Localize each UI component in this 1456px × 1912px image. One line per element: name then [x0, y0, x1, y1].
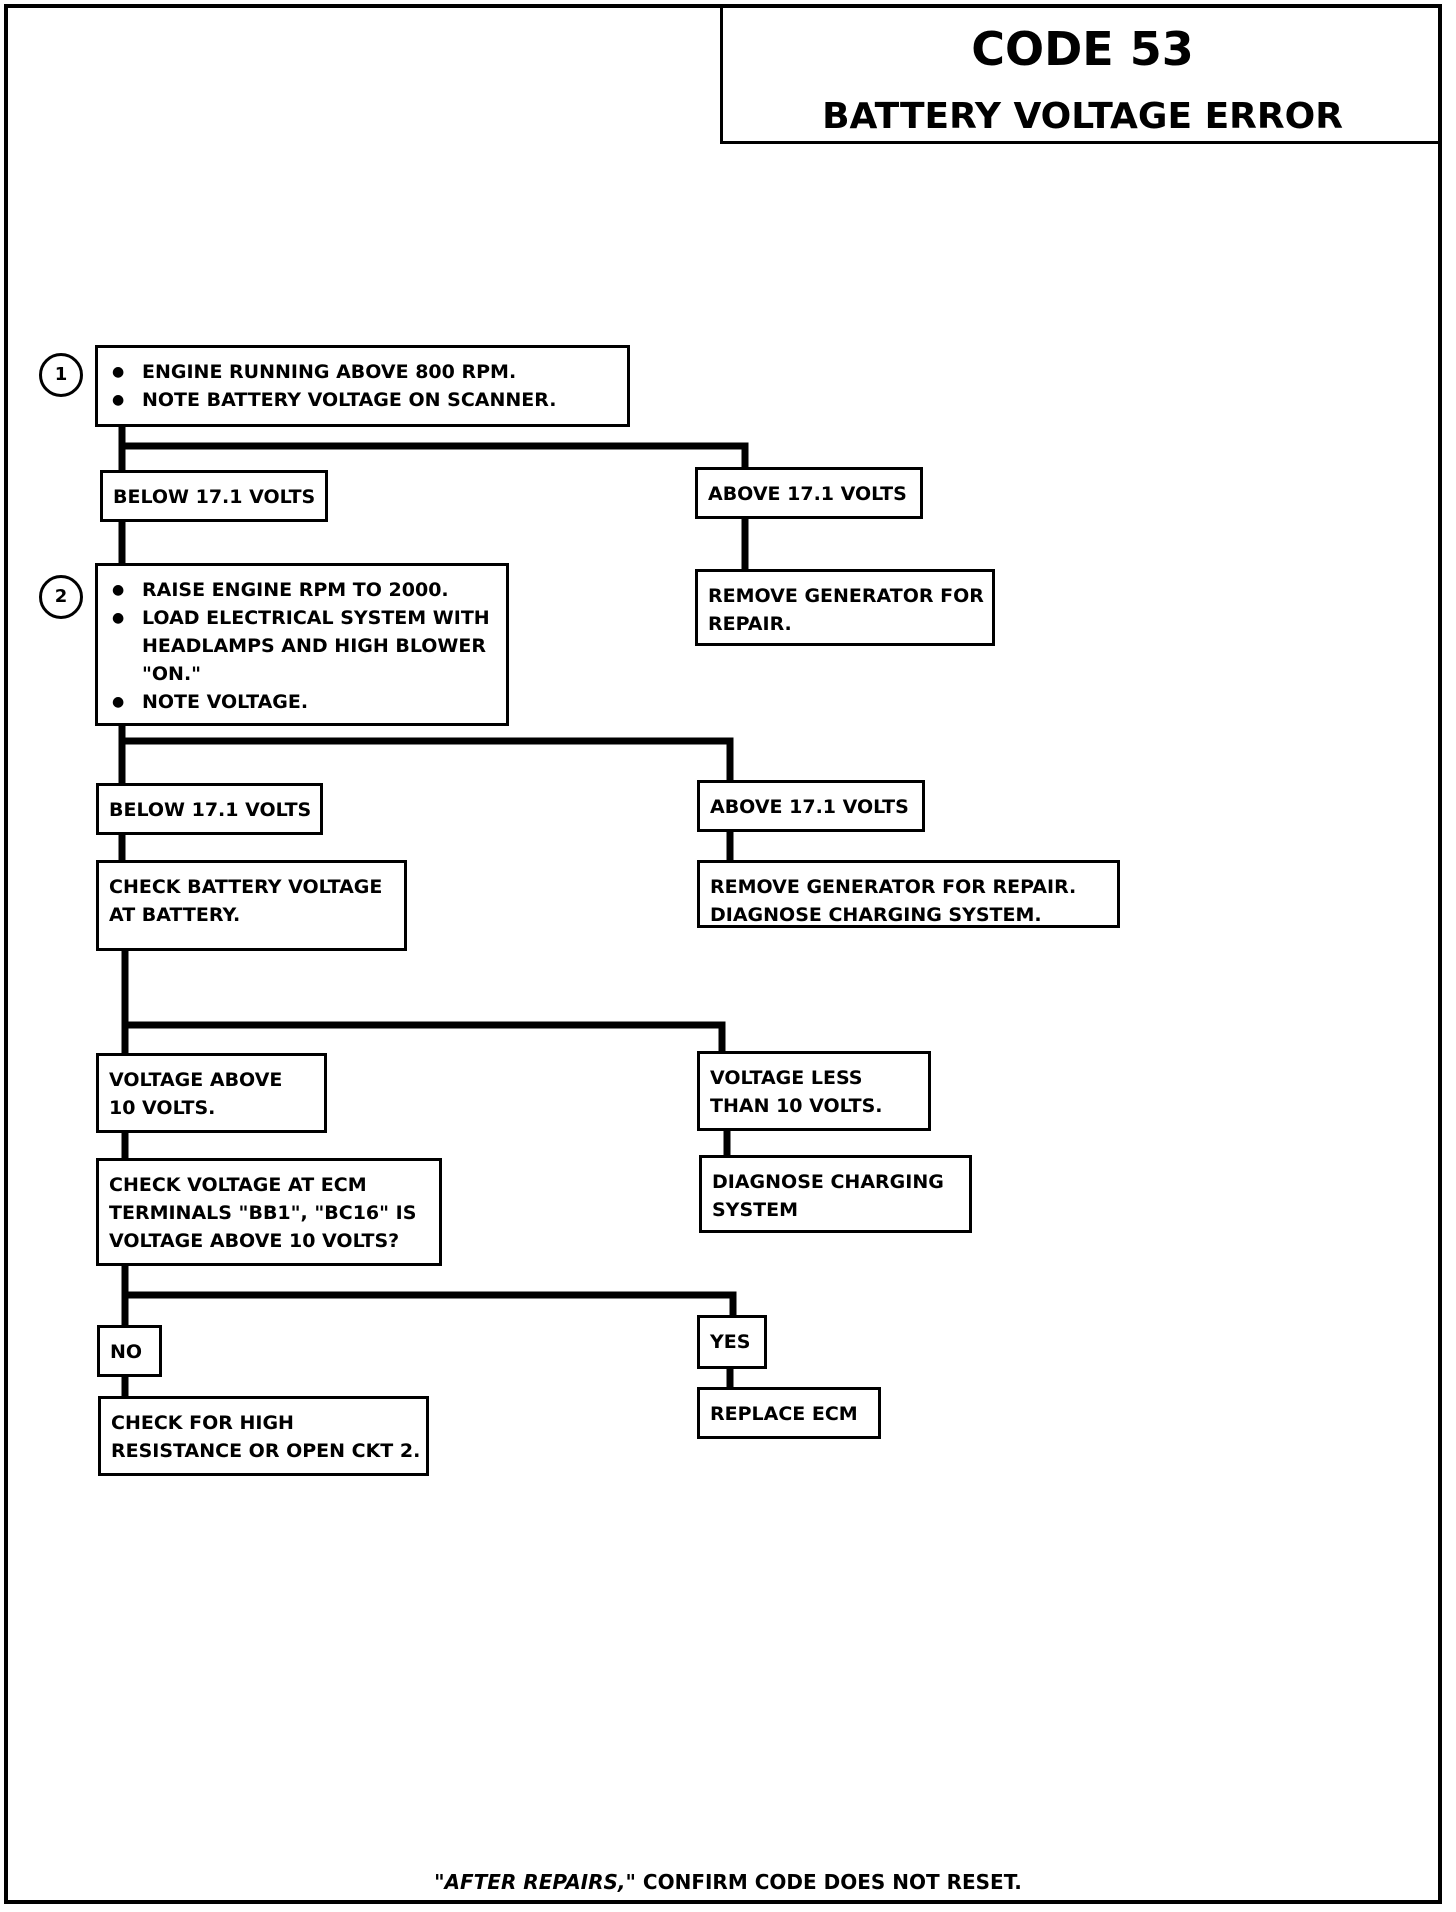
- connector-check-split: [121, 946, 726, 1059]
- connector-ecm-split: [121, 1261, 737, 1322]
- voltage-less-line: THAN 10 VOLTS.: [710, 1095, 883, 1117]
- voltage-above-box: VOLTAGE ABOVE 10 VOLTS.: [96, 1053, 327, 1133]
- check-ecm-box: CHECK VOLTAGE AT ECM TERMINALS "BB1", "B…: [96, 1158, 442, 1266]
- remove-generator-box-1: REMOVE GENERATOR FOR REPAIR.: [695, 569, 995, 646]
- check-ecm-line: TERMINALS "BB1", "BC16" IS: [109, 1202, 417, 1224]
- above-17-box-2: ABOVE 17.1 VOLTS: [697, 780, 925, 832]
- step2-item: LOAD ELECTRICAL SYSTEM WITH HEADLAMPS AN…: [108, 604, 496, 688]
- step2-item: RAISE ENGINE RPM TO 2000.: [108, 576, 496, 604]
- below-17-box-1: BELOW 17.1 VOLTS: [100, 470, 328, 522]
- check-ecm-line: CHECK VOLTAGE AT ECM: [109, 1174, 367, 1196]
- voltage-less-line: VOLTAGE LESS: [710, 1067, 863, 1089]
- step2-item: NOTE VOLTAGE.: [108, 688, 496, 716]
- no-box: NO: [97, 1325, 162, 1377]
- check-battery-line: CHECK BATTERY VOLTAGE: [109, 876, 383, 898]
- check-battery-line: AT BATTERY.: [109, 904, 241, 926]
- check-high-line: RESISTANCE OR OPEN CKT 2.: [111, 1440, 421, 1462]
- page-frame: [4, 4, 1442, 1904]
- diagnose-charging-line: SYSTEM: [712, 1199, 798, 1221]
- check-high-resistance-box: CHECK FOR HIGH RESISTANCE OR OPEN CKT 2.: [98, 1396, 429, 1476]
- remove-generator-box-2: REMOVE GENERATOR FOR REPAIR. DIAGNOSE CH…: [697, 860, 1120, 928]
- voltage-less-box: VOLTAGE LESS THAN 10 VOLTS.: [697, 1051, 931, 1131]
- connector-step1-split: [118, 420, 749, 474]
- check-ecm-line: VOLTAGE ABOVE 10 VOLTS?: [109, 1230, 400, 1252]
- above-17-box-1: ABOVE 17.1 VOLTS: [695, 467, 923, 519]
- yes-box: YES: [697, 1315, 767, 1369]
- footer-emphasis: "AFTER REPAIRS,": [434, 1870, 636, 1894]
- step1-item: NOTE BATTERY VOLTAGE ON SCANNER.: [108, 386, 617, 414]
- replace-ecm-box: REPLACE ECM: [697, 1387, 881, 1439]
- page-subtitle: BATTERY VOLTAGE ERROR: [822, 96, 1343, 137]
- footer-note: "AFTER REPAIRS," CONFIRM CODE DOES NOT R…: [0, 1870, 1456, 1894]
- remove-generator-line: DIAGNOSE CHARGING SYSTEM.: [710, 904, 1042, 926]
- page-title: CODE 53: [971, 22, 1194, 76]
- check-battery-box: CHECK BATTERY VOLTAGE AT BATTERY.: [96, 860, 407, 951]
- title-block: CODE 53 BATTERY VOLTAGE ERROR: [720, 4, 1442, 144]
- voltage-above-line: VOLTAGE ABOVE: [109, 1069, 283, 1091]
- step-1-marker: 1: [39, 353, 83, 397]
- below-17-box-2: BELOW 17.1 VOLTS: [96, 783, 323, 835]
- connector-step2-split: [118, 721, 734, 786]
- step2-box: RAISE ENGINE RPM TO 2000. LOAD ELECTRICA…: [95, 563, 509, 726]
- remove-generator-line: REMOVE GENERATOR FOR: [708, 585, 984, 607]
- check-high-line: CHECK FOR HIGH: [111, 1412, 294, 1434]
- remove-generator-line: REPAIR.: [708, 613, 792, 635]
- step1-item: ENGINE RUNNING ABOVE 800 RPM.: [108, 358, 617, 386]
- step1-box: ENGINE RUNNING ABOVE 800 RPM. NOTE BATTE…: [95, 345, 630, 427]
- diagnose-charging-box: DIAGNOSE CHARGING SYSTEM: [699, 1155, 972, 1233]
- diagnose-charging-line: DIAGNOSE CHARGING: [712, 1171, 944, 1193]
- step-2-marker: 2: [39, 575, 83, 619]
- remove-generator-line: REMOVE GENERATOR FOR REPAIR.: [710, 876, 1077, 898]
- voltage-above-line: 10 VOLTS.: [109, 1097, 216, 1119]
- footer-text: CONFIRM CODE DOES NOT RESET.: [635, 1870, 1022, 1894]
